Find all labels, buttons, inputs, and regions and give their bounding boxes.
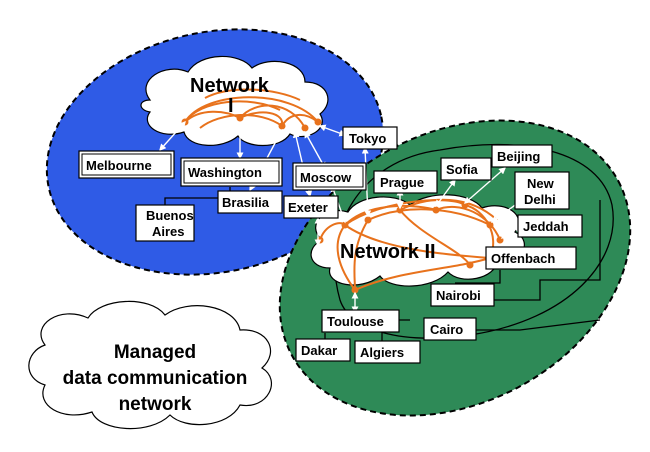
city-sofia: Sofia: [440, 157, 492, 181]
city-melbourne: Melbourne: [78, 150, 175, 179]
city-beijing: Beijing: [491, 144, 553, 168]
city-moscow: Moscow: [292, 162, 367, 191]
network-1-title-sub: I: [228, 95, 234, 117]
city-label: New: [527, 176, 555, 191]
city-label: Prague: [380, 175, 424, 190]
city-brasilia: Brasilia: [217, 190, 283, 214]
city-label: Brasilia: [222, 195, 270, 210]
city-label: Tokyo: [349, 131, 386, 146]
legend-line-1: Managed: [114, 342, 196, 363]
city-label: Algiers: [360, 345, 404, 360]
legend-line-3: network: [119, 394, 192, 415]
network-2-title: Network II: [340, 241, 436, 263]
city-label: Nairobi: [436, 288, 481, 303]
network-1-links: [181, 88, 322, 132]
city-washington: Washington: [180, 157, 283, 187]
city-jeddah: Jeddah: [517, 214, 583, 238]
legend-line-2: data communication: [63, 368, 248, 389]
city-label: Offenbach: [491, 251, 555, 266]
city-exeter: Exeter: [283, 195, 339, 219]
city-label: Moscow: [300, 170, 352, 185]
city-buenos-aires: Buenos Aires: [135, 204, 195, 242]
city-label: Melbourne: [86, 158, 152, 173]
city-label: Washington: [188, 165, 262, 180]
city-label: Cairo: [430, 322, 463, 337]
city-label: Sofia: [446, 162, 479, 177]
city-tokyo: Tokyo: [342, 126, 398, 150]
city-dakar: Dakar: [295, 338, 351, 362]
city-algiers: Algiers: [354, 340, 421, 364]
city-cairo: Cairo: [423, 317, 477, 341]
network-2-links: [316, 198, 504, 294]
city-label: Delhi: [524, 192, 556, 207]
city-label: Aires: [152, 224, 185, 239]
city-label: Jeddah: [523, 219, 569, 234]
city-nairobi: Nairobi: [430, 283, 495, 307]
city-label: Beijing: [497, 149, 540, 164]
city-label: Dakar: [301, 343, 337, 358]
city-offenbach: Offenbach: [485, 246, 577, 270]
network-1-title: Network: [190, 75, 270, 97]
city-label: Buenos: [146, 208, 194, 223]
city-label: Toulouse: [327, 314, 384, 329]
legend-cloud: [28, 300, 272, 430]
city-label: Exeter: [288, 200, 328, 215]
city-prague: Prague: [373, 170, 438, 194]
city-new-delhi: New Delhi: [514, 171, 570, 210]
city-toulouse: Toulouse: [321, 309, 400, 333]
